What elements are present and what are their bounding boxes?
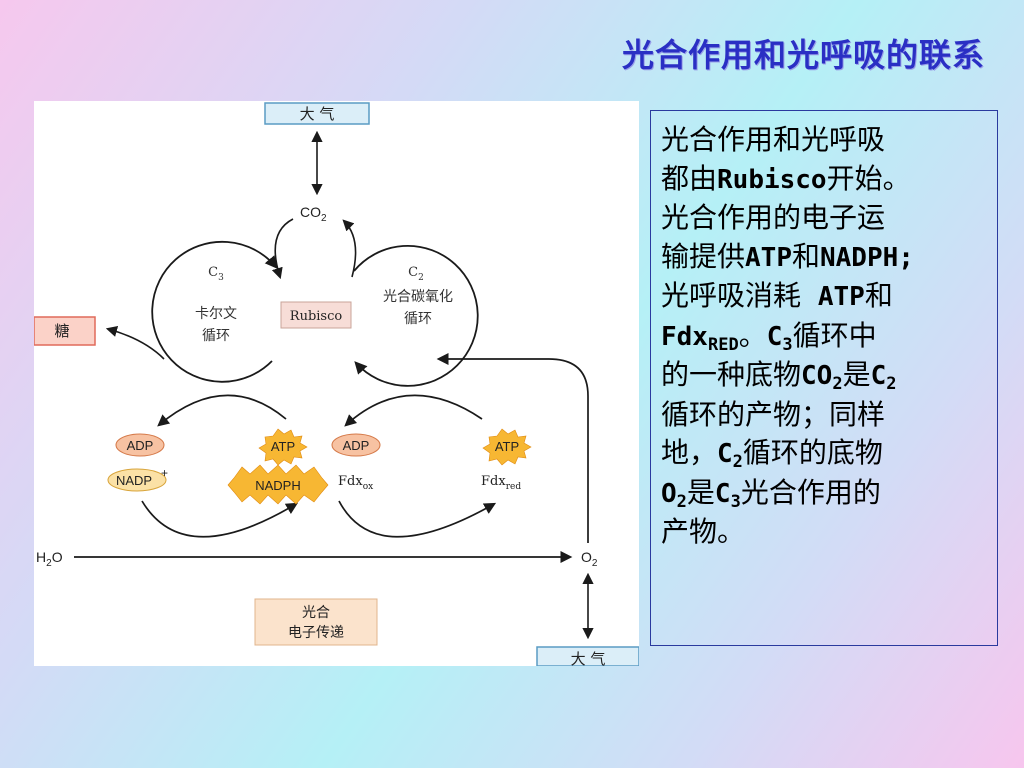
slide-title: 光合作用和光呼吸的联系	[621, 36, 985, 74]
photosynthesis-photorespiration-diagram: 大 气 CO2 C3 卡尔文 循环 C2 光合碳氧化 循环 Rubisco	[34, 101, 639, 666]
c2-label-line2: 循环	[404, 311, 432, 327]
explanation-text-box: 光合作用和光呼吸 都由Rubisco开始。 光合作用的电子运 输提供ATP和NA…	[650, 110, 998, 646]
electron-line1: 光合	[302, 605, 330, 621]
text-line-3: 光合作用的电子运	[661, 201, 886, 234]
h2o-label: H2O	[36, 549, 63, 569]
o2-label: O2	[581, 549, 598, 569]
atp-right-star: ATP	[482, 428, 532, 466]
text-line-1: 光合作用和光呼吸	[661, 123, 886, 156]
sugar-label: 糖	[54, 322, 69, 340]
atmosphere-top-label: 大 气	[300, 105, 335, 123]
text-line-8: 循环的产物；同样	[661, 397, 886, 431]
text-line-9: 地，C2循环的底物	[661, 436, 883, 472]
c3-cycle-circle	[151, 240, 278, 383]
c3-consumption-arc	[157, 394, 287, 427]
c2-symbol: C2	[408, 265, 424, 283]
text-line-6: FdxRED。C3循环中	[661, 318, 877, 355]
nadph-label: NADPH	[255, 478, 301, 493]
atmosphere-bottom-box: 大 气	[536, 646, 639, 666]
text-line-10: O2是C3光合作用的	[661, 475, 881, 512]
sugar-box: 糖	[34, 316, 96, 346]
c2-regeneration-arc	[338, 500, 497, 538]
co2-to-c3-arc	[271, 218, 294, 280]
rubisco-label: Rubisco	[290, 309, 343, 324]
nadph-star: NADPH	[227, 464, 329, 505]
text-line-5: 光呼吸消耗 ATP和	[661, 279, 893, 312]
text-line-2: 都由Rubisco开始。	[661, 161, 911, 195]
co2-label: CO2	[300, 204, 327, 224]
adp-left-pill: ADP	[115, 433, 165, 457]
atp-left-star: ATP	[258, 428, 308, 466]
o2-to-c2-arrow	[436, 353, 589, 543]
c2-cycle-circle	[353, 244, 479, 387]
nadp-plus: +	[161, 466, 168, 480]
rubisco-box: Rubisco	[280, 301, 352, 329]
c2-consumption-arc	[344, 394, 483, 427]
nadp-label: NADP	[116, 473, 152, 488]
atmosphere-top-box: 大 气	[264, 102, 370, 125]
c3-label-line1: 卡尔文	[195, 306, 237, 322]
c2-to-co2-arc	[342, 219, 357, 278]
c2-label-line1: 光合碳氧化	[383, 289, 453, 305]
atp-right-label: ATP	[495, 439, 519, 454]
text-line-11: 产物。	[661, 515, 746, 548]
text-line-7: 的一种底物CO2是C2	[661, 358, 897, 394]
atp-left-label: ATP	[271, 439, 295, 454]
atmosphere-bottom-label: 大 气	[571, 650, 606, 666]
adp-left-label: ADP	[127, 438, 154, 453]
electron-transport-box: 光合 电子传递	[254, 598, 378, 646]
c3-label-line2: 循环	[202, 328, 230, 344]
text-line-4: 输提供ATP和NADPH;	[661, 239, 914, 273]
diagram-svg: 大 气 CO2 C3 卡尔文 循环 C2 光合碳氧化 循环 Rubisco	[34, 102, 639, 666]
electron-line2: 电子传递	[288, 625, 344, 641]
fdx-ox-label: Fdxox	[338, 474, 373, 492]
adp-right-pill: ADP	[331, 433, 381, 457]
c3-symbol: C3	[208, 265, 224, 283]
nadp-pill: NADP +	[107, 466, 168, 492]
c3-to-sugar-arrow	[105, 326, 165, 360]
c3-regeneration-arc	[141, 500, 299, 538]
adp-right-label: ADP	[343, 438, 370, 453]
fdx-red-label: Fdxred	[481, 474, 521, 492]
